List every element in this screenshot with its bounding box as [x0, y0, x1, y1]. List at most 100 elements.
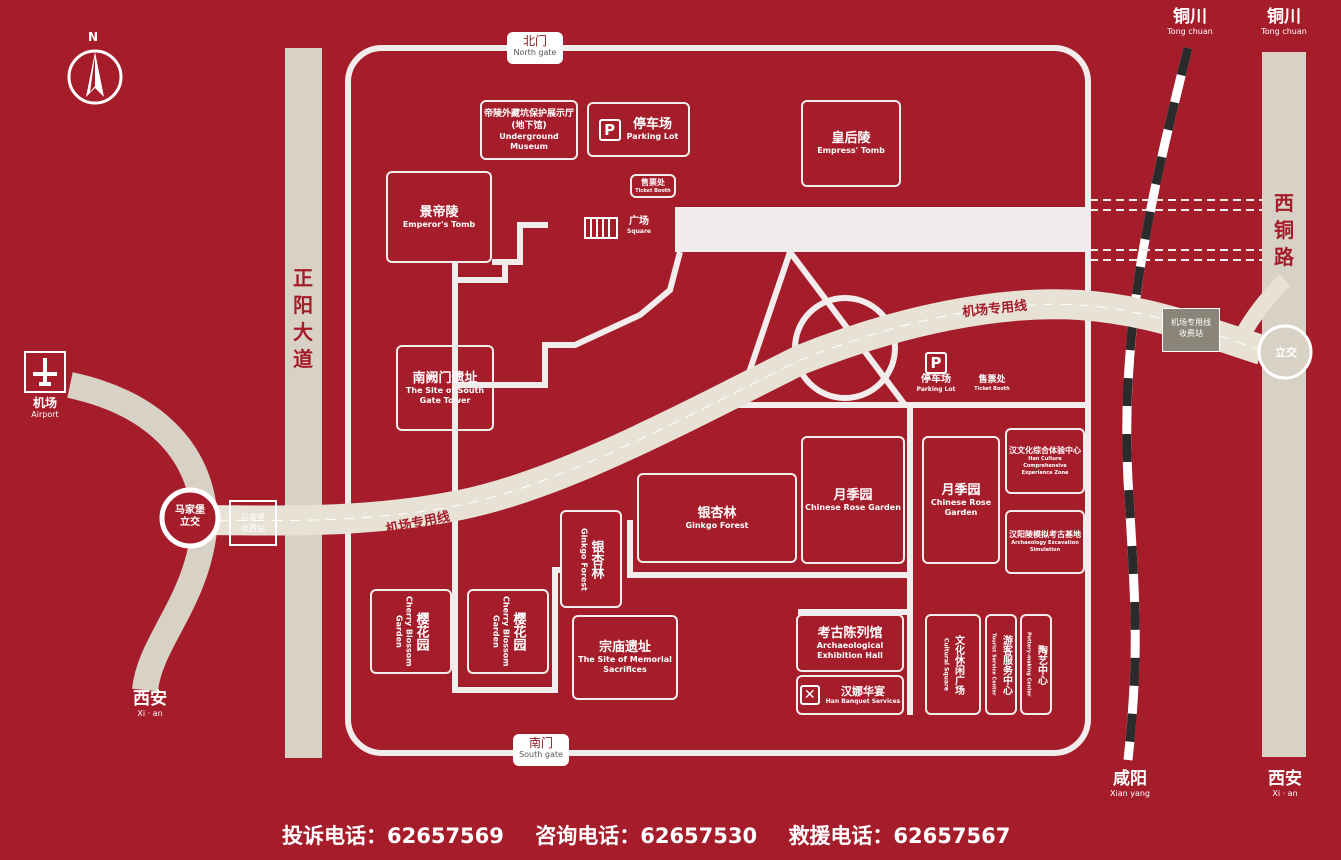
parking-east-zh: 停车场 — [921, 374, 951, 385]
central-plaza-road — [675, 207, 1088, 252]
pottery-center: 陶艺中心 Pottery-making Center — [1020, 614, 1052, 715]
empress-tomb-en: Empress' Tomb — [817, 146, 885, 155]
rose-garden-1: 月季园 Chinese Rose Garden — [801, 436, 905, 564]
cultural-square-en: Cultural Square — [942, 638, 950, 691]
han-culture-zh: 汉文化综合体验中心 — [1009, 445, 1081, 455]
lijiao-label: 立交 — [1275, 346, 1297, 359]
cherry-garden-2: 樱花园 Cherry Blossom Garden — [467, 589, 549, 674]
east-interchange-icon — [1257, 324, 1313, 380]
pottery-zh: 陶艺中心 — [1035, 644, 1047, 685]
xianyang-en: Xian yang — [1109, 789, 1150, 798]
tongchuan-left-en: Tong chuan — [1167, 27, 1213, 36]
empress-tomb: 皇后陵 Empress' Tomb — [801, 100, 901, 187]
compass-label: N — [88, 30, 99, 44]
square-label: 广场 Square — [624, 216, 654, 236]
ginkgo-forest: 银杏林 Ginkgo Forest — [637, 473, 797, 563]
xian-east-label: 西安 Xi · an — [1255, 770, 1315, 799]
empress-tomb-zh: 皇后陵 — [831, 131, 871, 146]
toll-right-label: 机场专用线 收费站 — [1162, 308, 1220, 352]
zhengyang-road — [285, 48, 322, 758]
ticket-booth-east: 售票处 Ticket Booth — [972, 346, 1012, 400]
tourist-center-zh: 游客服务中心 — [1000, 634, 1012, 695]
parking-lot-north: P 停车场 Parking Lot — [587, 102, 690, 157]
cherry-1-en: Cherry Blossom Garden — [394, 596, 414, 667]
emperor-tomb-zh: 景帝陵 — [419, 204, 459, 220]
ginkgo-vertical-en: Ginkgo Forest — [579, 527, 589, 591]
xian-label: 西安 Xi · an — [120, 690, 180, 719]
north-gate-en: North gate — [513, 48, 557, 57]
south-gate-en: South gate — [519, 750, 563, 759]
cultural-square-zh: 文化休闲广场 — [952, 634, 964, 695]
parking-icon: P — [598, 118, 621, 141]
south-gate-tower-en: The Site of South Gate Tower — [405, 385, 485, 405]
airport-express-branch — [1232, 274, 1291, 344]
ginkgo-forest-en: Ginkgo Forest — [685, 520, 749, 530]
xitong-road — [1262, 52, 1306, 757]
xian-east-zh: 西安 — [1268, 769, 1302, 789]
square-icon — [584, 217, 618, 239]
banquet-icon: ✕ — [799, 685, 820, 705]
airport-en: Airport — [31, 410, 59, 419]
memorial-sacrifices: 宗庙遗址 The Site of Memorial Sacrifices — [572, 615, 678, 700]
xian-east-en: Xi · an — [1272, 789, 1298, 798]
archaeology-simulation: 汉阳陵模拟考古基地 Archaeology Excavation Simulat… — [1005, 510, 1085, 574]
memorial-zh: 宗庙遗址 — [598, 640, 651, 655]
han-banquet: ✕ 汉娜华宴 Han Banquet Services — [796, 675, 904, 715]
north-gate-zh: 北门 — [522, 34, 547, 48]
underground-museum-en: Underground Museum — [499, 132, 559, 151]
pottery-en: Pottery-making Center — [1025, 632, 1032, 697]
xianyang-zh: 咸阳 — [1113, 769, 1147, 789]
parking-north-zh: 停车场 — [632, 117, 672, 132]
rose-garden-1-en: Chinese Rose Garden — [805, 502, 901, 512]
cultural-square: 文化休闲广场 Cultural Square — [925, 614, 981, 715]
ticket-east-zh: 售票处 — [978, 374, 1006, 385]
parking-north-en: Parking Lot — [626, 132, 679, 141]
xitong-road-label: 西铜路 — [1274, 191, 1294, 269]
emperor-tomb-en: Emperor's Tomb — [402, 219, 476, 229]
internal-paths — [452, 222, 1085, 715]
banquet-en: Han Banquet Services — [825, 697, 901, 705]
toll-left-label: 马家堡 收费站 — [229, 500, 277, 546]
archaeology-sim-zh: 汉阳陵模拟考古基地 — [1009, 530, 1081, 539]
memorial-en: The Site of Memorial Sacrifices — [578, 655, 672, 674]
tongchuan-left-zh: 铜川 — [1173, 7, 1207, 27]
tongchuan-left-label: 铜川 Tong chuan — [1158, 8, 1222, 37]
cherry-2-zh: 樱花园 — [510, 612, 526, 651]
underground-museum-zh2: (地下馆) — [511, 121, 547, 131]
emperor-tomb: 景帝陵 Emperor's Tomb — [386, 171, 492, 263]
archaeology-sim-en: Archaeology Excavation Simulation — [1011, 540, 1079, 553]
majiabao-interchange-icon — [159, 487, 221, 549]
tourist-service-center: 游客服务中心 Tourist Service Center — [985, 614, 1017, 715]
xianyang-label: 咸阳 Xian yang — [1100, 770, 1160, 799]
rose-garden-2-zh: 月季园 — [941, 482, 981, 498]
zhengyang-road-label: 正阳大道 — [293, 266, 313, 371]
parking-lot-east: P 停车场 Parking Lot — [908, 346, 964, 400]
tourist-center-en: Tourist Service Center — [990, 633, 997, 696]
tongchuan-right-zh: 铜川 — [1267, 7, 1301, 27]
north-arrow-icon — [67, 49, 123, 105]
cherry-1-zh: 樱花园 — [413, 612, 429, 651]
banquet-zh: 汉娜华宴 — [841, 684, 885, 698]
rose-garden-1-zh: 月季园 — [833, 487, 873, 503]
rose-garden-2-en: Chinese Rose Garden — [930, 497, 992, 517]
south-gate-tower: 南阙门遗址 The Site of South Gate Tower — [396, 345, 494, 431]
south-gate-tower-zh: 南阙门遗址 — [412, 370, 478, 386]
parking-east-icon: P — [925, 352, 947, 374]
north-gate: 北门 North gate — [507, 32, 563, 64]
south-gate: 南门 South gate — [513, 734, 569, 766]
hotlines: 投诉电话：62657569 咨询电话：62657530 救援电话：6265756… — [282, 820, 1102, 850]
square-en: Square — [627, 228, 651, 235]
ticket-east-en: Ticket Booth — [974, 385, 1010, 392]
rose-garden-2: 月季园 Chinese Rose Garden — [922, 436, 1000, 564]
ticket-north-zh: 售票处 — [641, 178, 665, 187]
majiabao-label: 马家堡 立交 — [175, 505, 205, 528]
tongchuan-right-label: 铜川 Tong chuan — [1252, 8, 1316, 37]
ginkgo-forest-zh: 银杏林 — [697, 505, 737, 521]
underground-museum-zh: 帝陵外藏坑保护展示厅 — [483, 109, 574, 119]
exhibition-en: Archaeological Exhibition Hall — [816, 640, 884, 660]
east-dashed-road — [1090, 199, 1262, 261]
ticket-north-en: Ticket Booth — [635, 188, 671, 194]
han-culture-en: Han Culture Comprehensive Experience Zon… — [1021, 455, 1069, 476]
airport-zh: 机场 — [32, 396, 57, 410]
